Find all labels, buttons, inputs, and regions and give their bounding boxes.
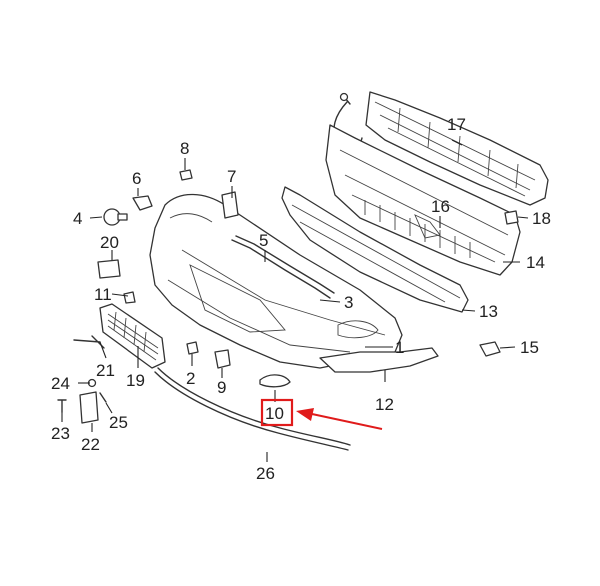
callout-17: 17 bbox=[447, 115, 466, 134]
part-25-screw bbox=[99, 392, 107, 403]
callout-22: 22 bbox=[81, 435, 100, 454]
callout-23: 23 bbox=[51, 424, 70, 443]
callout-9: 9 bbox=[217, 378, 226, 397]
callout-labels: 1 2 3 4 5 6 7 8 9 10 11 12 13 14 15 16 1… bbox=[51, 115, 551, 483]
leader-lines bbox=[61, 139, 529, 462]
part-8-screw bbox=[179, 169, 193, 181]
callout-4: 4 bbox=[73, 209, 82, 228]
part-22-bracket bbox=[79, 391, 99, 424]
callout-12: 12 bbox=[375, 395, 394, 414]
part-11-clip bbox=[123, 291, 136, 304]
callout-15: 15 bbox=[520, 338, 539, 357]
callout-21: 21 bbox=[96, 361, 115, 380]
part-23-screw bbox=[57, 399, 67, 413]
callout-16: 16 bbox=[431, 197, 450, 216]
callout-7: 7 bbox=[227, 167, 236, 186]
callout-5: 5 bbox=[259, 231, 268, 250]
callout-10: 10 bbox=[265, 404, 284, 423]
callout-14: 14 bbox=[526, 253, 545, 272]
callout-24: 24 bbox=[51, 374, 70, 393]
part-6-fastener bbox=[132, 195, 153, 211]
part-10-cover-cap bbox=[259, 374, 291, 388]
part-7-bracket bbox=[221, 191, 239, 219]
part-15-clip bbox=[479, 341, 501, 357]
callout-2: 2 bbox=[186, 369, 195, 388]
callout-18: 18 bbox=[532, 209, 551, 228]
part-18-nut bbox=[504, 210, 519, 225]
callout-11: 11 bbox=[94, 285, 112, 304]
part-2-bolt bbox=[186, 341, 199, 355]
callout-13: 13 bbox=[479, 302, 498, 321]
callout-25: 25 bbox=[109, 413, 128, 432]
highlight-arrowhead bbox=[296, 408, 314, 421]
part-26-lower-molding bbox=[154, 367, 351, 451]
callout-8: 8 bbox=[180, 139, 189, 158]
highlight-box bbox=[260, 398, 294, 427]
callout-20: 20 bbox=[100, 233, 119, 252]
part-13-absorber bbox=[281, 186, 469, 313]
part-14-carrier bbox=[325, 124, 521, 276]
part-17-reinforcement-beam bbox=[365, 91, 549, 206]
callout-1: 1 bbox=[395, 338, 404, 357]
part-21-clip bbox=[73, 335, 105, 349]
callout-3: 3 bbox=[344, 293, 353, 312]
part-1-bumper-cover bbox=[149, 193, 403, 369]
part-4-clip bbox=[103, 208, 128, 226]
part-9-bracket bbox=[214, 349, 231, 369]
part-5-trim-strip bbox=[231, 235, 335, 299]
callout-26: 26 bbox=[256, 464, 275, 483]
callout-19: 19 bbox=[126, 371, 145, 390]
part-12-lower-spoiler bbox=[319, 347, 439, 373]
callout-6: 6 bbox=[132, 169, 141, 188]
part-20-bracket bbox=[97, 259, 121, 279]
highlight-callout-10 bbox=[260, 398, 383, 430]
part-19-grille bbox=[99, 303, 166, 369]
highlight-arrow-shaft bbox=[311, 413, 383, 430]
